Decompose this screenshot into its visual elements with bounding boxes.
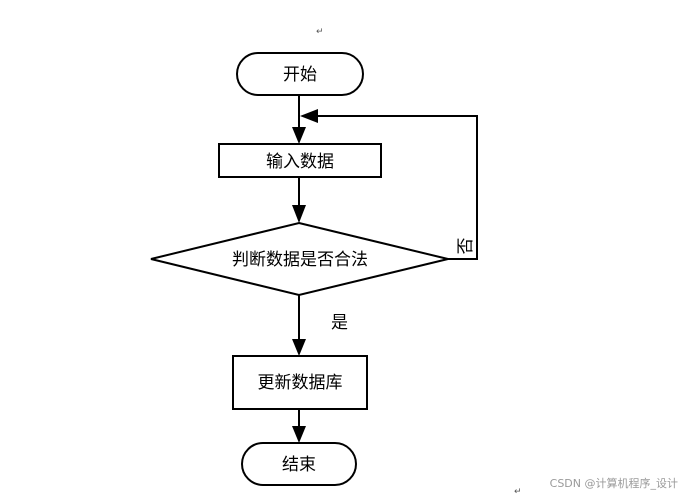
end-label: 结束 <box>282 455 316 475</box>
edge-label-no: 否 <box>456 238 476 255</box>
node-update: 更新数据库 <box>232 355 368 410</box>
node-end: 结束 <box>241 442 357 486</box>
edge-loop-back-arrowhead <box>300 109 318 123</box>
node-check: 判断数据是否合法 <box>150 221 449 297</box>
check-label: 判断数据是否合法 <box>232 250 368 270</box>
update-label: 更新数据库 <box>258 373 343 393</box>
paragraph-mark-top: ↵ <box>316 27 324 37</box>
node-start: 开始 <box>236 52 364 96</box>
input-process-box <box>218 143 382 178</box>
connectors <box>292 95 478 443</box>
start-label: 开始 <box>283 65 317 85</box>
edge-input-to-check-arrowhead <box>292 205 306 223</box>
edge-update-to-end-arrowhead <box>292 426 306 443</box>
update-process-box <box>232 355 368 410</box>
input-label: 输入数据 <box>266 152 334 172</box>
start-terminator <box>236 52 364 96</box>
paragraph-mark-bottom: ↵ <box>514 487 522 497</box>
node-input: 输入数据 <box>218 143 382 178</box>
check-decision-diamond <box>150 221 449 297</box>
edge-label-yes: 是 <box>331 313 348 333</box>
csdn-watermark: CSDN @计算机程序_设计 <box>550 476 678 490</box>
edge-loop-back-line <box>316 115 478 260</box>
edge-start-to-input-arrowhead <box>292 127 306 144</box>
end-terminator <box>241 442 357 486</box>
edge-check-to-update-arrowhead <box>292 339 306 356</box>
